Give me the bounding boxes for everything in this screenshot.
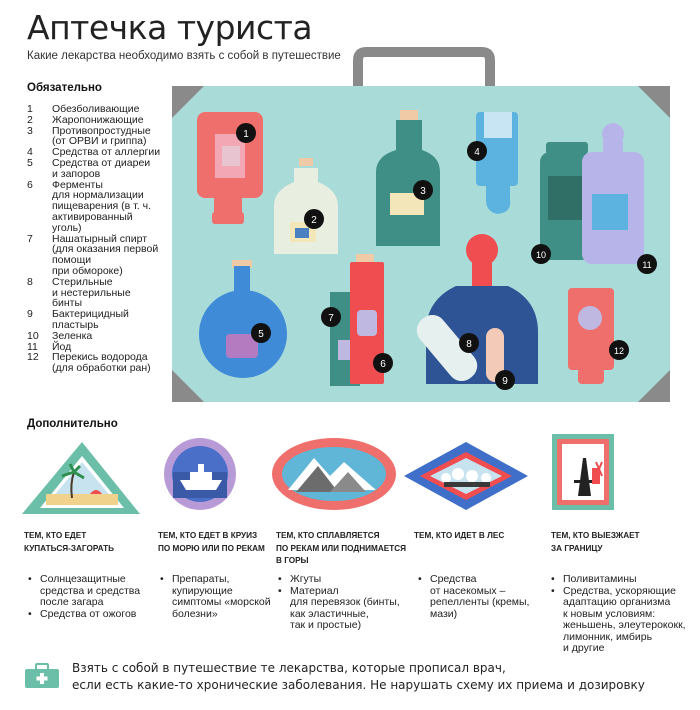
list-item: •Препараты, купирующие симптомы «морской… [160,573,271,620]
additional-heading: Дополнительно [27,418,118,430]
corner-top-left [172,86,204,118]
bottle-11 [582,123,644,264]
bottle-3 [376,110,440,246]
svg-text:5: 5 [258,329,264,340]
bottle-8 [416,234,538,384]
marker-1: 1 [236,123,256,143]
forest-list: •Средства от насекомых – репелленты (кре… [418,573,546,620]
cruise-list: •Препараты, купирующие симптомы «морской… [160,573,278,620]
svg-text:3: 3 [420,186,426,197]
svg-text:6: 6 [380,359,386,370]
marker-3: 3 [413,180,433,200]
svg-text:4: 4 [474,147,480,158]
svg-text:11: 11 [642,260,651,270]
bottle-5 [199,260,287,378]
caption-abroad: Тем, кто выезжает за границу [551,531,640,553]
badges-row [22,434,614,514]
mountains-list: •Жгуты •Материал для перевязок (бинты, к… [278,573,414,632]
corner-bottom-right [638,370,670,402]
list-item: •Средства, ускоряющие адаптацию организм… [551,584,686,654]
caption-cruise: Тем, кто едет в круиз по морю или по рек… [158,531,265,553]
marker-7: 7 [321,307,341,327]
required-heading: Обязательно [27,82,102,94]
bottle-6 [350,254,384,384]
svg-text:1: 1 [243,129,249,140]
marker-12: 12 [609,340,629,360]
marker-5: 5 [251,323,271,343]
marker-9: 9 [495,370,515,390]
beach-list: •Солнцезащитные средства и средства посл… [28,573,150,620]
list-item: •Средства от насекомых – репелленты (кре… [418,573,530,620]
caption-forest: Тем, кто идет в лес [414,531,505,540]
caption-mountains: Тем, кто сплавляется по рекам или подним… [276,531,407,565]
corner-top-right [638,86,670,118]
marker-2: 2 [304,209,324,229]
bottle-10 [540,142,592,260]
page-subtitle: Какие лекарства необходимо взять с собой… [27,50,341,62]
svg-text:2: 2 [311,215,317,226]
list-item: •Материал для перевязок (бинты, как элас… [278,584,400,631]
svg-text:9: 9 [502,376,508,387]
corner-bottom-left [172,370,204,402]
caption-beach: Тем, кто едет купаться-загорать [24,531,114,553]
marker-11: 11 [637,254,657,274]
marker-6: 6 [373,353,393,373]
list-item: •Солнцезащитные средства и средства посл… [28,573,141,608]
page-title: Аптечка туриста [27,8,313,47]
cruise-badge-icon [164,438,236,510]
first-aid-kit-icon [25,663,59,688]
list-item: •Средства от ожогов [28,607,137,620]
list-item: •Жгуты [278,573,322,585]
abroad-badge-icon [552,434,614,510]
bottle-4 [476,112,518,214]
bottle-12 [568,288,614,384]
marker-8: 8 [459,333,479,353]
bottom-note: Взять с собой в путешествие те лекарства… [72,661,645,692]
list-item: •Поливитамины [551,573,637,585]
svg-text:7: 7 [328,313,334,324]
forest-badge-icon [404,442,528,510]
suitcase-illustration: 1 2 3 4 5 6 7 8 9 10 11 12 [172,47,670,402]
suitcase-handle [353,47,495,90]
beach-badge-icon [22,442,140,514]
marker-10: 10 [531,244,551,264]
marker-4: 4 [467,141,487,161]
svg-text:8: 8 [466,339,472,350]
abroad-list: •Поливитамины •Средства, ускоряющие адап… [551,573,697,655]
mountains-badge-icon [272,438,396,510]
svg-text:10: 10 [536,250,546,260]
svg-text:12: 12 [614,346,624,356]
